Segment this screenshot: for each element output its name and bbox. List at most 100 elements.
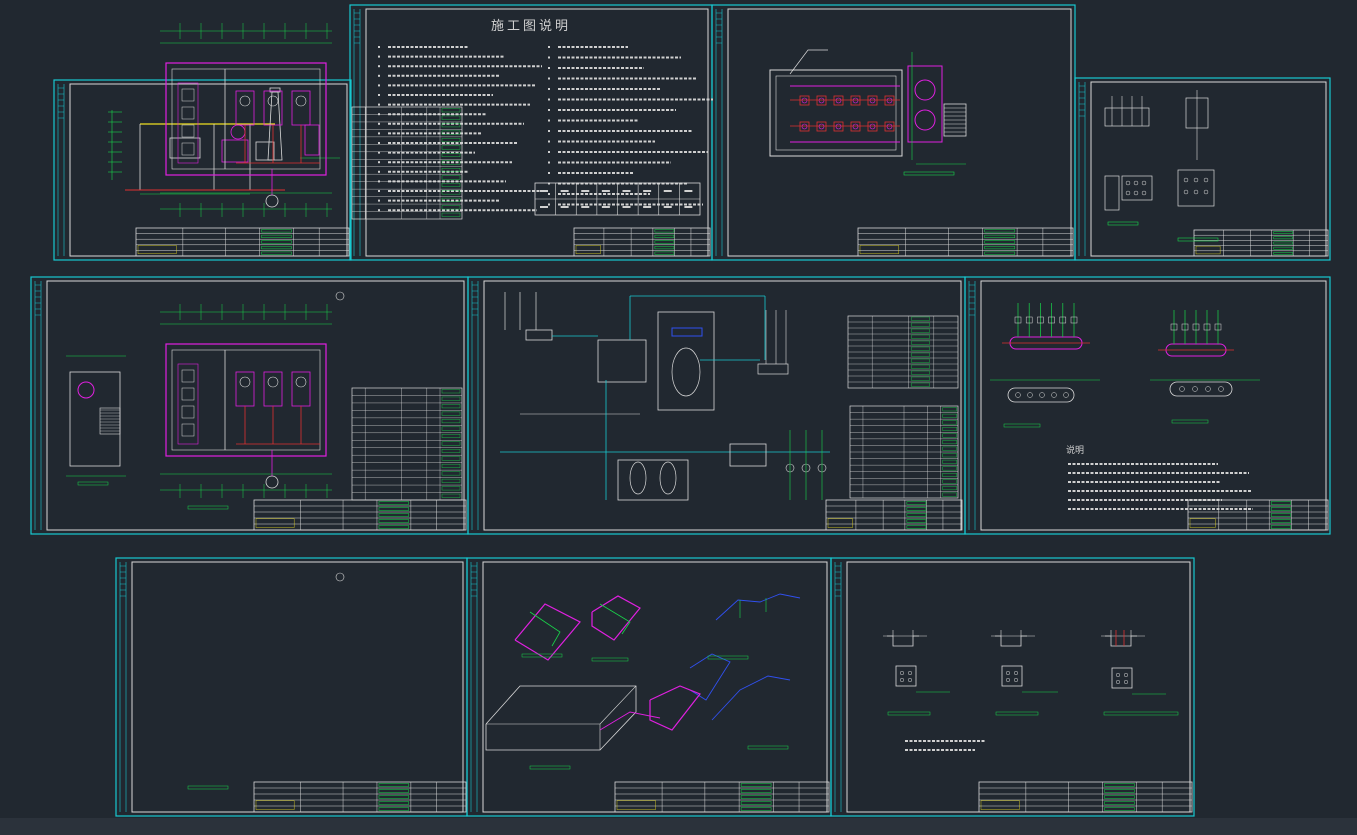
title-block-cell: [1270, 519, 1292, 523]
manifold-plan-port: [1179, 386, 1185, 392]
equipment-cell: [942, 479, 957, 484]
legend-cell: [911, 316, 930, 321]
plan-caption: [903, 171, 955, 176]
chamber-plan: [1001, 665, 1023, 687]
title-block-cell: [654, 251, 675, 255]
chamber-hole: [899, 670, 905, 676]
title-block-cell: [654, 229, 675, 233]
equipment-symbol-center: [869, 123, 876, 130]
equipment-cell: [942, 407, 957, 412]
frame-plan-top[interactable]: [711, 4, 1076, 261]
equipment-symbol: [816, 121, 827, 132]
floor-plan-burner: [295, 95, 307, 107]
floor-plan-2-table-cell: [441, 478, 461, 483]
floor-plan-tank: [181, 124, 195, 138]
filter-group: [617, 459, 689, 501]
note-bullet: [548, 203, 550, 206]
frame-floor-plan-2[interactable]: [115, 557, 468, 817]
title-block-cell: [740, 807, 772, 811]
title-block-cell: [984, 251, 1016, 255]
chamber-caption: [995, 711, 1039, 716]
legend-cell: [911, 370, 930, 375]
manifold-valve: [1181, 323, 1189, 331]
note-bullet: [548, 88, 550, 90]
equipment-cell: [942, 413, 957, 418]
chamber-hole: [1005, 677, 1011, 683]
equipment-symbol-center: [869, 97, 876, 104]
inner-border-process: [483, 280, 962, 531]
frame-isometric[interactable]: [466, 557, 832, 817]
detail-2-hole: [1203, 189, 1209, 195]
note-bullet: [548, 140, 550, 143]
floor-plan-2-table-cell: [441, 434, 461, 438]
detail-hole: [1125, 180, 1131, 186]
iso-tank: [485, 685, 637, 751]
manifold-plan-port: [1205, 386, 1211, 392]
manifold-caption: [1171, 419, 1209, 424]
manifold-valve: [1214, 323, 1222, 331]
equipment-symbol: [816, 95, 827, 106]
frame-manifold[interactable]: [964, 276, 1331, 535]
manifold-caption: [1003, 423, 1041, 428]
title-block-isometric: [614, 781, 830, 813]
pump: [255, 141, 275, 161]
status-strip: [0, 818, 1357, 835]
plan-caption: [187, 505, 229, 510]
iso-pipe: [599, 711, 661, 731]
detail-2-hole: [1193, 177, 1199, 183]
pump: [757, 363, 789, 375]
note-bullet: [548, 109, 550, 111]
iso-caption: [529, 765, 571, 770]
floor-plan-2-tank: [181, 387, 195, 401]
iso-blue-pipe: [689, 653, 731, 701]
plan-caption: [187, 785, 229, 790]
title-block-elevation: [135, 227, 350, 257]
title-block-cell: [261, 234, 292, 238]
equipment: [169, 137, 201, 159]
note-bullet: [378, 122, 380, 125]
detail-2-hole: [1193, 189, 1199, 195]
note-bullet: [548, 193, 550, 195]
floor-plan-table-cell: [441, 205, 461, 210]
equipment-cell: [942, 459, 957, 464]
manifold-plan-port: [1192, 386, 1198, 392]
manifold-plan-port: [1027, 392, 1033, 398]
frame-floor-plan[interactable]: [30, 276, 469, 535]
title-block-cell: [906, 501, 927, 505]
equipment-symbol-center: [818, 97, 825, 104]
manifold-valve: [1059, 316, 1067, 324]
note-bullet: [378, 65, 380, 68]
chamber-caption: [887, 711, 931, 716]
frame-elevation[interactable]: [53, 79, 352, 261]
title-block-cell: [378, 513, 409, 517]
manifold-valve: [1070, 316, 1078, 324]
floor-plan-2-burner: [239, 376, 251, 388]
equipment-symbol-center: [818, 123, 825, 130]
frame-valve-chamber[interactable]: [830, 557, 1195, 817]
note-bullet: [378, 161, 380, 164]
title-block-signature: [575, 245, 601, 254]
inner-border-valve: [846, 561, 1191, 813]
note-bullet: [378, 180, 380, 183]
title-block-cell: [906, 519, 927, 523]
detail-caption: [1177, 237, 1219, 242]
notes-sheet-title: 施工图说明: [491, 19, 571, 34]
iso-pipe: [529, 611, 561, 647]
frame-details-top[interactable]: [1074, 77, 1331, 261]
chimney-cap: [269, 87, 281, 93]
title-block-manifold: [1187, 499, 1329, 531]
note-bullet: [548, 67, 550, 69]
title-block-signature: [1189, 518, 1216, 528]
floor-plan-table-cell: [441, 182, 461, 187]
manifold-plan-port: [1063, 392, 1069, 398]
floor-plan-2-table-cell: [441, 441, 461, 446]
detail-plan: [1104, 175, 1120, 211]
equipment-cell: [942, 440, 957, 445]
manifold-valve: [1014, 316, 1022, 324]
detail-hole: [1141, 190, 1147, 196]
title-block-cell: [1104, 801, 1135, 805]
floor-plan-2-table-cell: [441, 426, 461, 431]
frame-process-diagram[interactable]: [467, 276, 966, 535]
equipment-symbol-center: [886, 123, 893, 130]
